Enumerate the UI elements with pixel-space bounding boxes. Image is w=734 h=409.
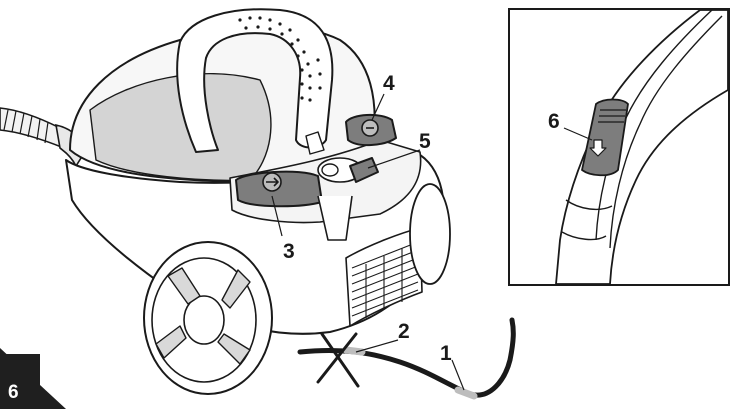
handle-grip-dots bbox=[238, 16, 322, 102]
leader-lines bbox=[271, 93, 593, 391]
inset-detail bbox=[508, 8, 730, 286]
callouts: 3 4 5 2 1 6 bbox=[283, 72, 560, 365]
callout-4: 4 bbox=[383, 72, 395, 95]
step-number: 6 bbox=[8, 382, 19, 403]
cross-mark bbox=[316, 332, 360, 388]
exhaust-grille bbox=[345, 227, 423, 327]
callout-6: 6 bbox=[548, 110, 560, 133]
callout-1: 1 bbox=[440, 342, 452, 365]
callout-5: 5 bbox=[419, 130, 431, 153]
side-wheel bbox=[409, 183, 451, 285]
carry-handle bbox=[176, 8, 334, 153]
suction-slider bbox=[349, 157, 379, 183]
step-badge: 6 bbox=[0, 348, 66, 409]
callout-2: 2 bbox=[398, 320, 410, 343]
rear-wheel bbox=[143, 241, 273, 395]
air-regulator-slider bbox=[581, 98, 629, 177]
cord-mark-yellow bbox=[454, 386, 478, 400]
callout-3: 3 bbox=[283, 240, 295, 263]
hose-handle bbox=[555, 10, 728, 284]
vacuum-body bbox=[65, 8, 451, 395]
